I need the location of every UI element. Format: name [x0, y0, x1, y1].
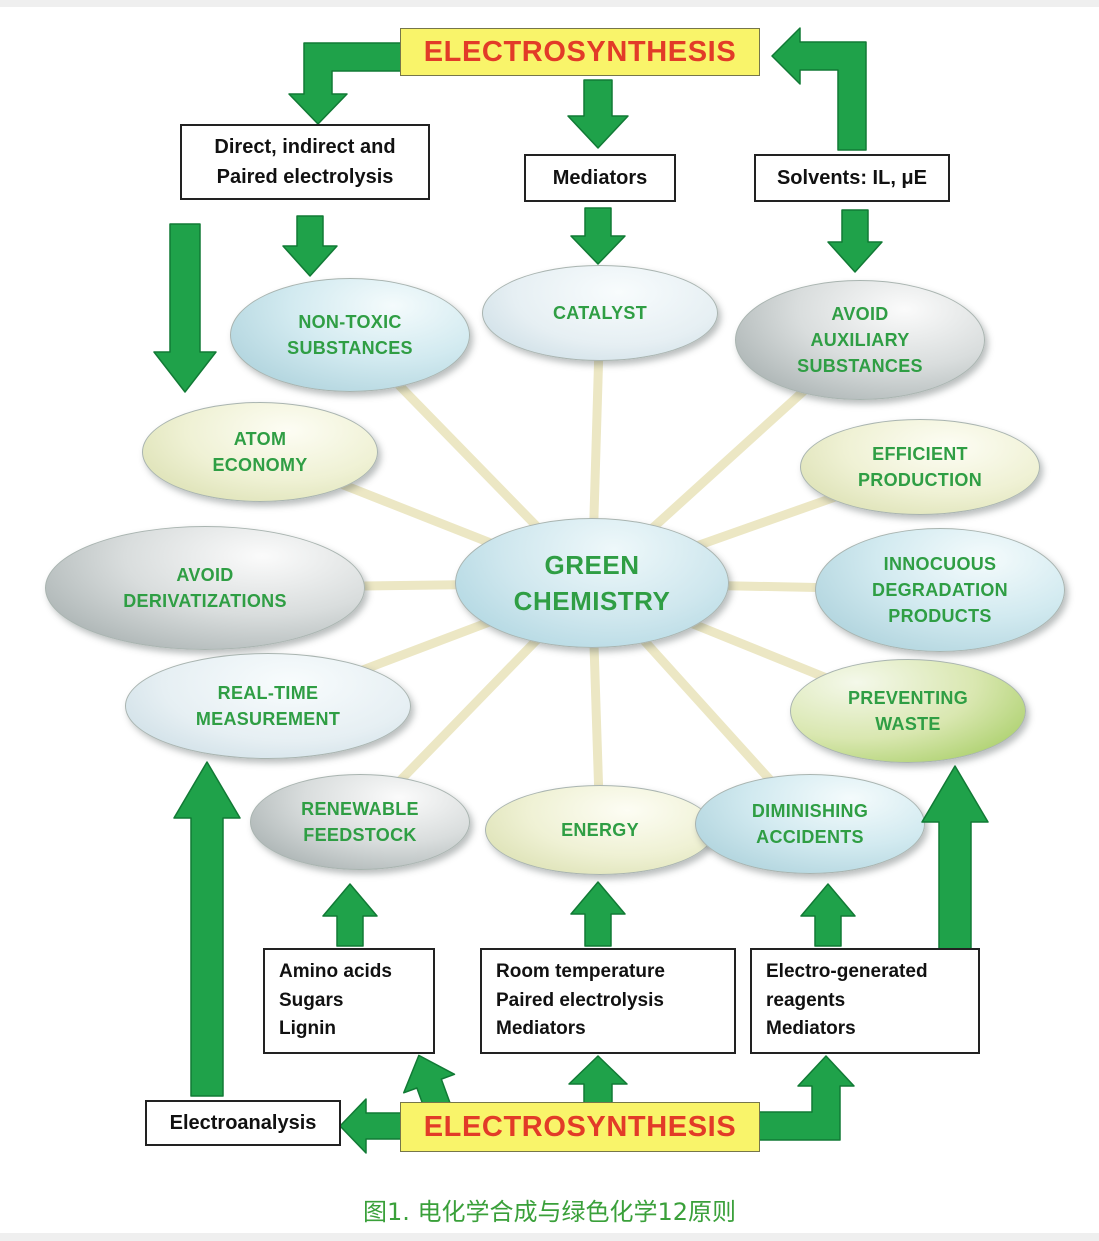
principle-label: EFFICIENT PRODUCTION [858, 443, 982, 490]
principle-label: RENEWABLE FEEDSTOCK [301, 798, 419, 845]
principle-ellipse-innocuous-degradation-products: INNOCUOUS DEGRADATION PRODUCTS [815, 528, 1065, 652]
page-edge-top [0, 0, 1099, 7]
principle-ellipse-non-toxic-substances: NON-TOXIC SUBSTANCES [230, 278, 470, 392]
principle-label: ATOM ECONOMY [212, 428, 308, 475]
principle-label: CATALYST [552, 302, 648, 323]
principle-ellipse-avoid-auxiliary-substances: AVOID AUXILIARY SUBSTANCES [735, 280, 985, 400]
principle-ellipse-catalyst: CATALYST [482, 265, 718, 361]
electrosynthesis-bottom-label: ELECTROSYNTHESIS [423, 1110, 737, 1143]
principle-ellipse-real-time-measurement: REAL-TIME MEASUREMENT [125, 653, 411, 759]
principle-ellipse-atom-economy: ATOM ECONOMY [142, 402, 378, 502]
solvents-box: Solvents: IL, μE [754, 154, 950, 202]
electro-generated-reagents-box: Electro-generated reagents Mediators [750, 948, 980, 1054]
principle-ellipse-renewable-feedstock: RENEWABLE FEEDSTOCK [250, 774, 470, 870]
direct-indirect-paired-box: Direct, indirect and Paired electrolysis [180, 124, 430, 200]
electroanalysis-label: Electroanalysis [169, 1112, 317, 1134]
principle-label: REAL-TIME MEASUREMENT [195, 682, 341, 729]
electro-generated-reagents-label: Electro-generated reagents Mediators [766, 961, 928, 1040]
principle-label: INNOCUOUS DEGRADATION PRODUCTS [872, 553, 1008, 627]
principle-ellipse-preventing-waste: PREVENTING WASTE [790, 659, 1026, 763]
principle-label: AVOID DERIVATIZATIONS [123, 564, 287, 611]
page-edge-bottom [0, 1233, 1099, 1241]
principle-ellipse-energy: ENERGY [485, 785, 715, 875]
electrosynthesis-bottom-box: ELECTROSYNTHESIS [400, 1102, 760, 1152]
principle-ellipse-avoid-derivatizations: AVOID DERIVATIZATIONS [45, 526, 365, 650]
electrosynthesis-top-label: ELECTROSYNTHESIS [423, 35, 737, 68]
mediators-box: Mediators [524, 154, 676, 202]
principle-label: NON-TOXIC SUBSTANCES [287, 311, 413, 358]
principle-ellipse-diminishing-accidents: DIMINISHING ACCIDENTS [695, 774, 925, 874]
feedstock-sources-label: Amino acids Sugars Lignin [279, 961, 392, 1040]
green-chemistry-hub: GREEN CHEMISTRY [455, 518, 729, 648]
principle-ellipse-efficient-production: EFFICIENT PRODUCTION [800, 419, 1040, 515]
energy-conditions-box: Room temperature Paired electrolysis Med… [480, 948, 736, 1054]
direct-indirect-paired-label: Direct, indirect and Paired electrolysis [214, 136, 396, 188]
feedstock-sources-box: Amino acids Sugars Lignin [263, 948, 435, 1054]
principle-label: PREVENTING WASTE [847, 687, 969, 734]
principle-label: DIMINISHING ACCIDENTS [751, 800, 869, 847]
mediators-label: Mediators [552, 167, 648, 189]
electrosynthesis-top-box: ELECTROSYNTHESIS [400, 28, 760, 76]
principle-label: AVOID AUXILIARY SUBSTANCES [797, 303, 923, 377]
figure-caption: 图1. 电化学合成与绿色化学12原则 [362, 1198, 737, 1226]
energy-conditions-label: Room temperature Paired electrolysis Med… [496, 961, 665, 1040]
principle-label: ENERGY [561, 819, 639, 840]
electroanalysis-box: Electroanalysis [145, 1100, 341, 1146]
solvents-label: Solvents: IL, μE [776, 167, 928, 189]
green-chemistry-label: GREEN CHEMISTRY [513, 549, 671, 616]
